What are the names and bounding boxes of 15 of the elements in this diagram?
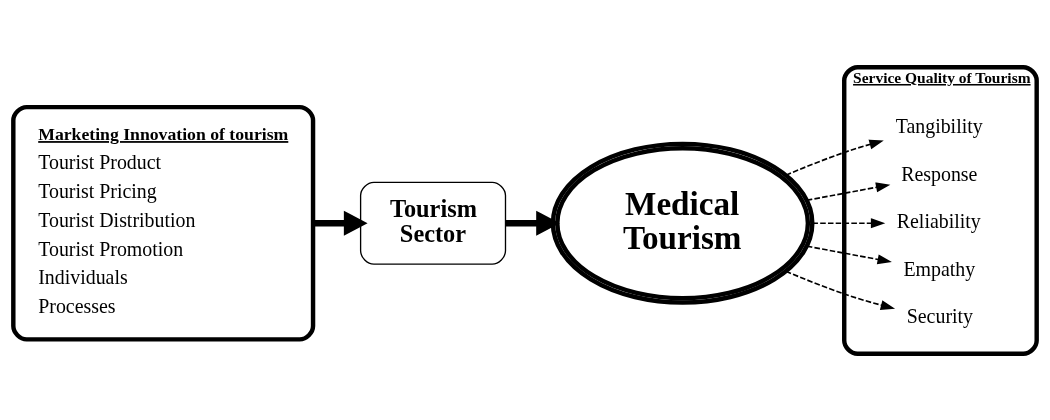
- arrow: [785, 269, 896, 310]
- node-text: Security: [906, 304, 974, 327]
- arrow: [313, 210, 368, 236]
- arrow: [805, 181, 891, 201]
- node-text: Reliability: [896, 209, 981, 232]
- arrow: [805, 244, 892, 264]
- node-text: Tangibility: [895, 114, 983, 137]
- node-ellipse: Medical Tourism: [550, 141, 815, 305]
- arrow: [505, 210, 560, 236]
- node-box: Tourism Sector: [359, 181, 507, 265]
- node-text: Response: [901, 162, 978, 185]
- node-text: Empathy: [903, 257, 976, 280]
- node-box: Marketing Innovation of tourism Tourist Product Tourist Pricing Tourist Distribution Tourist Promotion Individuals Processes: [11, 104, 316, 342]
- arrow: [811, 217, 886, 228]
- arrow: [785, 139, 884, 176]
